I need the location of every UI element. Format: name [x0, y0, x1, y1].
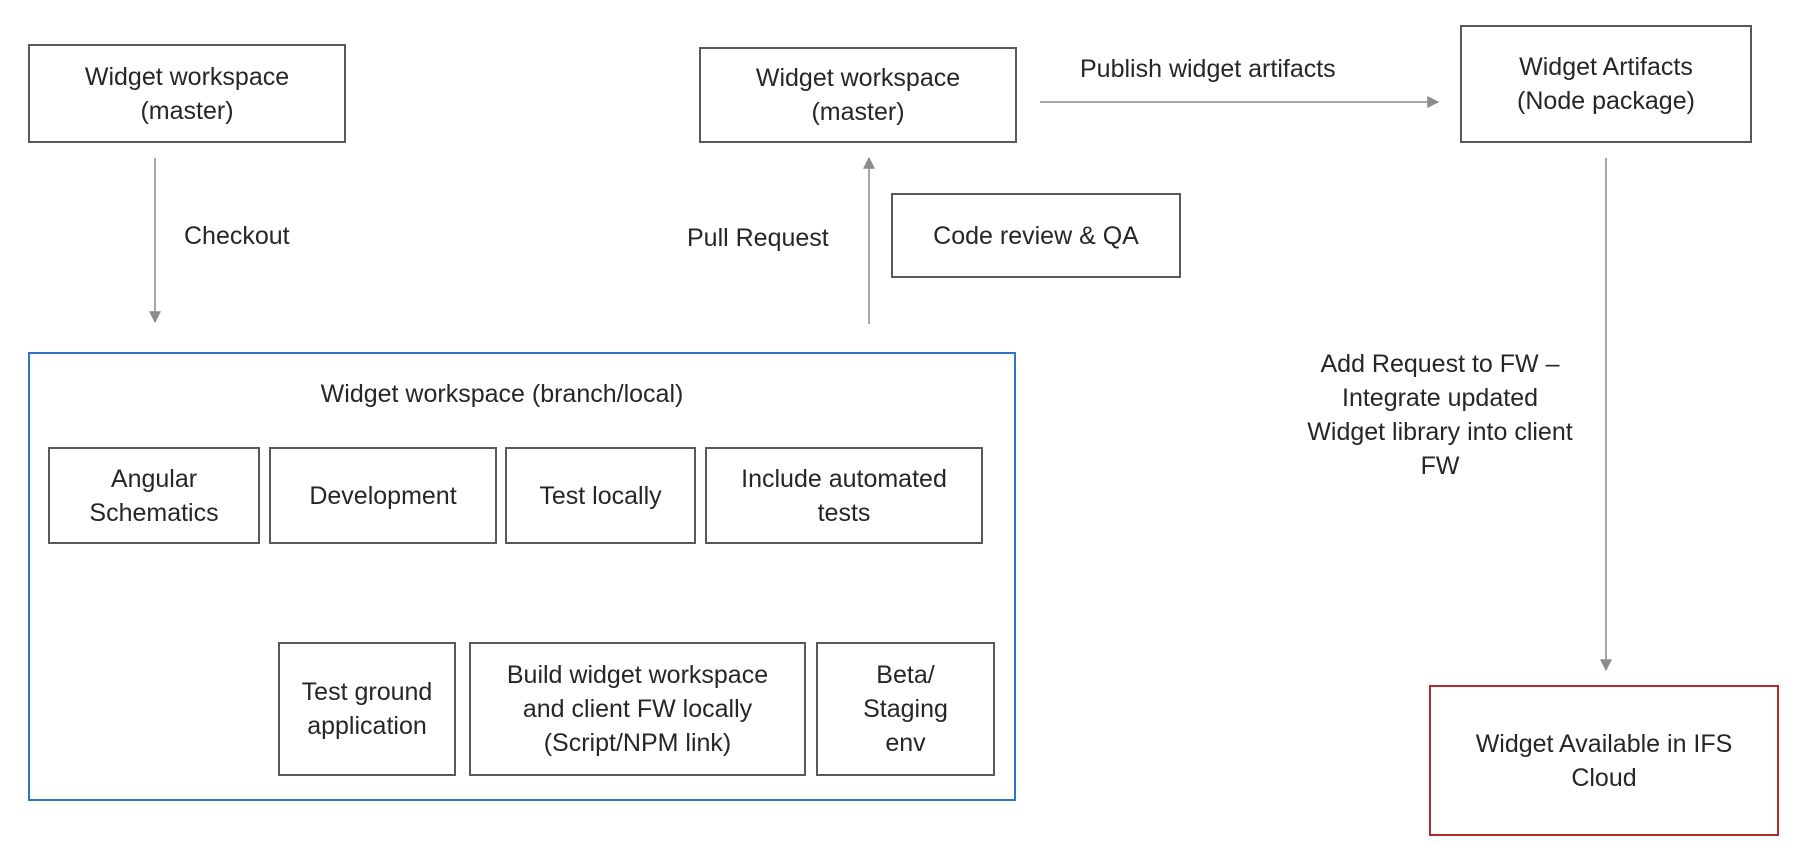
checkout-label: Checkout	[184, 222, 290, 250]
test-ground-box: Test ground application	[278, 642, 456, 776]
widget-workspace-master-left: Widget workspace (master)	[28, 44, 346, 143]
angular-schematics-box: Angular Schematics	[48, 447, 260, 544]
node-label: Beta/ Staging env	[863, 661, 948, 757]
build-workspace-box: Build widget workspace and client FW loc…	[469, 642, 806, 776]
add-request-label: Add Request to FW – Integrate updated Wi…	[1307, 350, 1573, 480]
node-label: Build widget workspace and client FW loc…	[506, 661, 769, 757]
publish-label: Publish widget artifacts	[1080, 55, 1336, 83]
development-box: Development	[269, 447, 497, 544]
widget-artifacts-box: Widget Artifacts (Node package)	[1460, 25, 1752, 143]
node-label: Widget Artifacts (Node package)	[1517, 53, 1695, 115]
beta-staging-box: Beta/ Staging env	[816, 642, 995, 776]
automated-tests-box: Include automated tests	[705, 447, 983, 544]
node-label: Widget workspace (master)	[755, 64, 961, 126]
node-label: Angular Schematics	[89, 464, 219, 527]
node-label: Widget Available in IFS Cloud	[1475, 729, 1733, 792]
code-review-box: Code review & QA	[891, 193, 1181, 278]
test-locally-box: Test locally	[505, 447, 696, 544]
node-label: Test locally	[539, 481, 662, 510]
widget-workspace-master-mid: Widget workspace (master)	[699, 47, 1017, 143]
node-label: Test ground application	[301, 678, 433, 740]
node-label: Widget workspace (master)	[84, 62, 290, 125]
node-label: Development	[309, 481, 457, 510]
node-label: Include automated tests	[741, 464, 947, 527]
widget-available-box: Widget Available in IFS Cloud	[1429, 685, 1779, 836]
node-label: Code review & QA	[933, 221, 1139, 250]
branch-title: Widget workspace (branch/local)	[320, 380, 684, 408]
pull-request-label: Pull Request	[687, 224, 829, 252]
